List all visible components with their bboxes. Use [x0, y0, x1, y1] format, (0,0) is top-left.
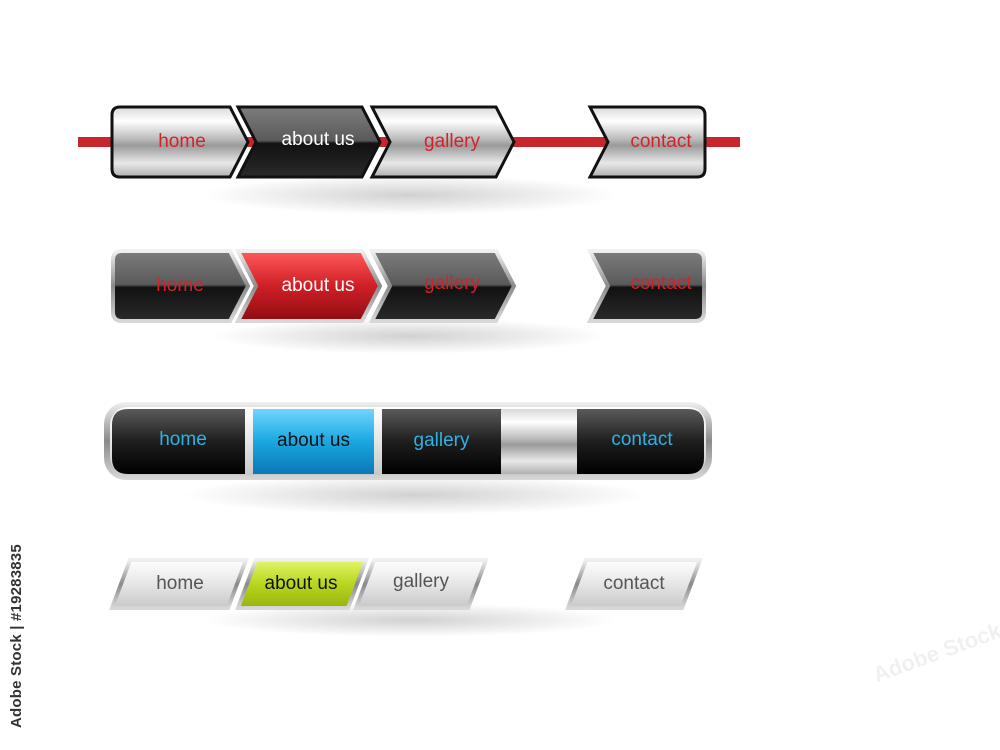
about-tab-shape	[234, 249, 383, 323]
nav1-home-label: home	[158, 131, 206, 152]
gallery-segment	[382, 409, 501, 474]
nav1-contact-label: contact	[630, 131, 692, 152]
home-segment	[112, 409, 245, 474]
nav3-gallery[interactable]: gallery	[382, 424, 501, 458]
nav1-about-us-label: about us	[281, 129, 355, 150]
nav2-gallery[interactable]: gallery	[389, 267, 515, 301]
nav4-home[interactable]: home	[120, 567, 240, 601]
about-tab-shape	[235, 105, 382, 179]
gallery-tab-shape	[353, 558, 489, 610]
nav2-about-us-label: about us	[281, 275, 355, 296]
nav4-home-label: home	[156, 573, 204, 594]
gallery-tab-shape	[368, 249, 517, 323]
nav3-home[interactable]: home	[120, 423, 246, 457]
drop-shadow	[210, 318, 610, 354]
nav3-gallery-label: gallery	[413, 430, 470, 451]
nav2-home[interactable]: home	[120, 269, 240, 303]
nav3-about-us[interactable]: about us	[253, 424, 374, 458]
nav3-contact-label: contact	[611, 429, 673, 450]
nav2-gallery-label: gallery	[424, 273, 480, 294]
nav4-about-us[interactable]: about us	[242, 567, 360, 601]
spacer-segment	[501, 409, 577, 474]
contact-tab-shape	[586, 249, 706, 323]
nav2-home-label: home	[156, 275, 204, 296]
watermark-stock-id: Adobe Stock | #19283835	[8, 544, 25, 728]
home-tab-shape	[110, 105, 250, 179]
about-tab-shape	[235, 558, 369, 610]
contact-segment	[577, 409, 704, 474]
nav1-about-us[interactable]: about us	[255, 123, 381, 157]
nav3-home-label: home	[159, 429, 207, 450]
home-tab-shape	[111, 249, 251, 323]
nav2-contact[interactable]: contact	[606, 267, 716, 301]
nav1-gallery[interactable]: gallery	[389, 125, 515, 159]
drop-shadow	[200, 175, 620, 215]
contact-tab-shape	[565, 558, 703, 610]
nav4-gallery[interactable]: gallery	[362, 565, 480, 599]
nav4-about-us-label: about us	[264, 573, 338, 594]
nav1-gallery-label: gallery	[424, 131, 480, 152]
nav3-about-us-label: about us	[277, 430, 350, 451]
nav1-home[interactable]: home	[122, 125, 242, 159]
nav4-contact[interactable]: contact	[574, 567, 694, 601]
nav2-about-us[interactable]: about us	[255, 269, 381, 303]
gallery-tab-shape	[369, 105, 516, 179]
contact-tab-shape	[587, 105, 707, 179]
nav3-contact[interactable]: contact	[577, 423, 707, 457]
nav4-contact-label: contact	[603, 573, 665, 594]
home-tab-shape	[109, 558, 249, 610]
nav4-gallery-label: gallery	[393, 571, 449, 592]
drop-shadow	[180, 475, 650, 515]
nav1-contact[interactable]: contact	[606, 125, 716, 159]
about-segment	[253, 409, 374, 474]
nav2-contact-label: contact	[630, 273, 692, 294]
